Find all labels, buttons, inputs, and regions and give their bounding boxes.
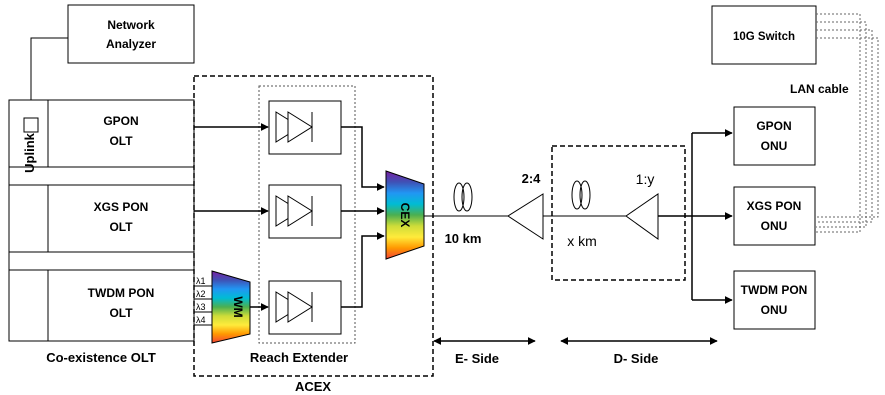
fiber-xkm-label: x km [567,233,597,249]
xgs-pon-onu-box [733,186,816,246]
fiber-spool-10km [453,182,473,212]
gpon-onu-label-1: GPON [756,119,791,133]
gpon-olt-label-1: GPON [103,114,138,128]
network-analyzer-box [67,4,195,64]
lambda-1-label: λ1 [196,276,206,286]
splitter-1-y [625,193,659,240]
fiber-spool-xkm [571,180,591,210]
switch-label: 10G Switch [733,31,795,43]
splitter-1-y-label: 1:y [636,171,655,187]
amp1-to-cex-link [341,126,385,191]
reach-extender-label: Reach Extender [250,350,348,365]
xgs-pon-olt-card [47,184,195,253]
xgs-pon-onu-label-1: XGS PON [747,199,802,213]
reach-extender-box [258,85,356,344]
gpon-onu-box [733,106,816,166]
fiber-10km-label: 10 km [445,231,482,246]
cex-combiner [385,170,425,260]
network-analyzer-label-1: Network [107,18,155,32]
lambda-2-label: λ2 [196,289,206,299]
d-side-box [551,145,686,281]
uplink-port [23,117,39,133]
lan-cables [816,13,879,233]
uplink-label: Uplink [22,132,37,172]
wavelength-ports [194,285,212,326]
twdm-pon-onu-box [733,270,816,330]
wm-multiplexer [211,270,251,344]
splitter-2-4-label: 2:4 [522,171,542,186]
lambda-4-label: λ4 [196,315,206,325]
switch-box [711,5,817,65]
gpon-onu-label-2: ONU [761,139,788,153]
cex-label: CEX [398,203,412,228]
twdm-pon-olt-label-2: OLT [109,306,133,320]
d-side-label: D- Side [614,351,659,366]
twdm-pon-onu-label-2: ONU [761,303,788,317]
uplink-connection-line [30,37,68,118]
amplifier-2 [268,184,342,239]
lan-cable-label: LAN cable [790,82,849,96]
gpon-olt-card [47,99,195,168]
wm-label: WM [231,296,245,317]
coexistence-olt-label: Co-existence OLT [46,350,156,365]
twdm-pon-olt-label-1: TWDM PON [88,286,155,300]
amp3-to-cex-link [341,232,385,308]
splitter-2-4 [507,193,544,240]
gpon-olt-label-2: OLT [109,134,133,148]
lambda-3-label: λ3 [196,302,206,312]
amplifier-3 [268,280,342,335]
xgs-pon-olt-label-2: OLT [109,220,133,234]
twdm-pon-olt-card [47,269,195,342]
acex-label: ACEX [295,379,331,394]
xgs-pon-onu-label-2: ONU [761,219,788,233]
amplifier-1 [268,100,342,155]
network-analyzer-label-2: Analyzer [106,37,156,51]
xgs-pon-olt-label-1: XGS PON [94,200,149,214]
twdm-pon-onu-label-1: TWDM PON [741,283,808,297]
acex-box [193,75,434,377]
e-side-label: E- Side [455,351,499,366]
